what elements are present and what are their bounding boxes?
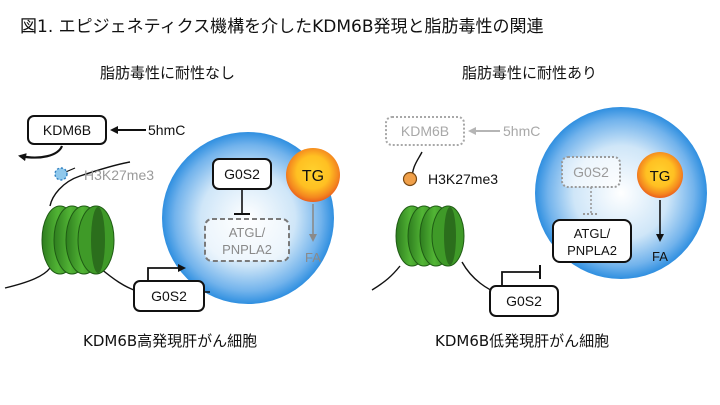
right-atgl-line2: PNPLA2 — [567, 243, 617, 258]
left-panel-title: 脂肪毒性に耐性なし — [100, 64, 236, 82]
left-atgl-box — [204, 218, 290, 262]
right-methyl-mark — [402, 171, 418, 187]
right-atgl-line1: ATGL/ — [574, 226, 611, 241]
right-atgl-box — [552, 219, 632, 263]
right-panel-title: 脂肪毒性に耐性あり — [462, 64, 598, 82]
left-tg-label: TG — [302, 168, 324, 185]
right-kdm6b-label: KDM6B — [401, 123, 449, 139]
right-tg-label: TG — [650, 168, 671, 185]
right-repression-mark — [501, 271, 540, 288]
left-kdm6b-action-arrow — [18, 145, 64, 162]
figure-title: 図1. エピジェネティクス機構を介したKDM6B発現と脂肪毒性の関連 — [20, 17, 544, 37]
left-5hmc-label: 5hmC — [148, 122, 185, 138]
left-transcription-arrow — [147, 264, 186, 284]
left-h3k27me3-label: H3K27me3 — [84, 167, 154, 183]
left-g0s2-gene-box — [133, 280, 205, 312]
left-panel-caption: KDM6B高発現肝がん細胞 — [83, 332, 258, 350]
right-panel-caption: KDM6B低発現肝がん細胞 — [435, 332, 610, 350]
left-fa-label: FA — [305, 250, 321, 265]
left-g0s2-protein-label: G0S2 — [224, 166, 260, 182]
left-atgl-line1: ATGL/ — [229, 225, 266, 240]
right-g0s2-gene-box — [489, 285, 559, 317]
right-h3k27me3-label: H3K27me3 — [428, 171, 498, 187]
right-g0s2-protein-label: G0S2 — [573, 164, 609, 180]
left-panel: H3K27me3 KDM6B 5hmC G0S2 ATGL/ PNPLA2 TG… — [4, 115, 340, 312]
right-panel: H3K27me3 KDM6B 5hmC G0S2 ATGL/ PNPLA2 TG… — [371, 107, 707, 317]
right-5hmc-label: 5hmC — [503, 123, 540, 139]
right-fa-label: FA — [652, 249, 668, 264]
left-tg-droplet — [286, 148, 340, 202]
left-nucleosome — [41, 205, 115, 275]
right-tg-droplet — [637, 152, 683, 198]
right-g0s2-gene-label: G0S2 — [506, 293, 542, 309]
right-kdm6b-box — [385, 116, 465, 146]
left-kdm6b-box — [27, 115, 107, 145]
left-methyl-mark-removed — [54, 167, 68, 181]
left-g0s2-gene-label: G0S2 — [151, 288, 187, 304]
left-kdm6b-label: KDM6B — [43, 122, 91, 138]
right-nucleosome — [395, 205, 465, 267]
left-atgl-line2: PNPLA2 — [222, 242, 272, 257]
